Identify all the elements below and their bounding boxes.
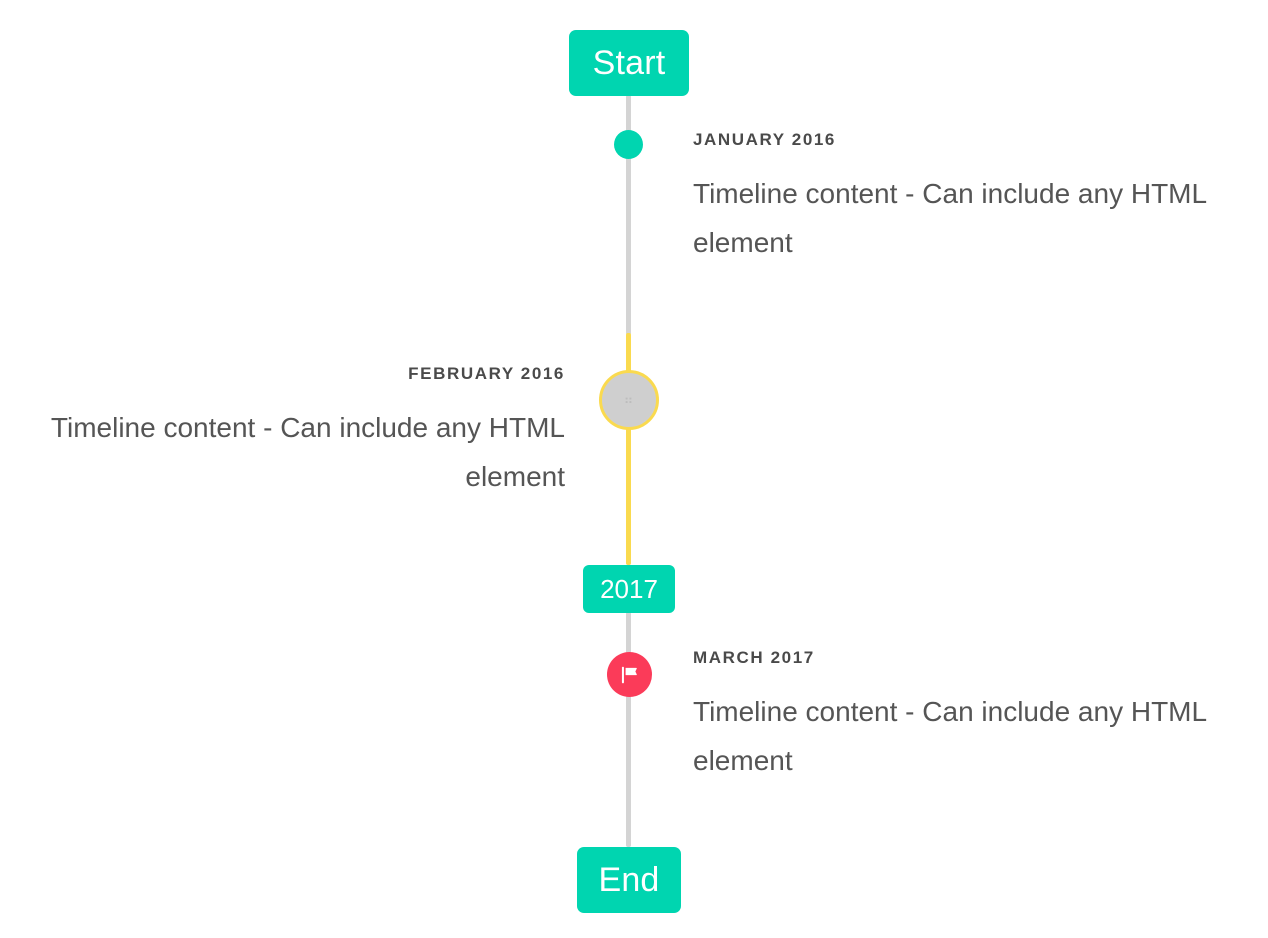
timeline-end-label: End <box>598 861 660 899</box>
timeline-marker-dot-icon[interactable] <box>614 130 643 159</box>
timeline-year-label: 2017 <box>600 574 658 604</box>
timeline-rail-segment-middle <box>626 333 631 565</box>
timeline-start-label: Start <box>592 44 666 82</box>
timeline-entry-february: FEBRUARY 2016 Timeline content - Can inc… <box>28 364 565 501</box>
timeline-entry-date: MARCH 2017 <box>693 648 815 667</box>
timeline-entry-date: JANUARY 2016 <box>693 130 836 149</box>
broken-image-glyph: ⠶ <box>623 392 635 408</box>
timeline-marker-flag-icon[interactable] <box>607 652 652 697</box>
timeline-entry-date: FEBRUARY 2016 <box>408 364 565 383</box>
timeline-end-badge[interactable]: End <box>577 847 681 913</box>
timeline-entry-body: Timeline content - Can include any HTML … <box>50 412 565 492</box>
timeline-start-badge[interactable]: Start <box>569 30 689 96</box>
timeline-entry-january: JANUARY 2016 Timeline content - Can incl… <box>693 130 1233 267</box>
timeline-entry-march: MARCH 2017 Timeline content - Can includ… <box>693 648 1233 785</box>
timeline-rail-segment-bottom <box>626 612 631 847</box>
timeline-rail-segment-top <box>626 95 631 335</box>
timeline-entry-body: Timeline content - Can include any HTML … <box>693 178 1207 258</box>
timeline-year-divider-badge[interactable]: 2017 <box>583 565 675 613</box>
timeline-marker-broken-image-icon[interactable]: ⠶ <box>599 370 659 430</box>
timeline-entry-body: Timeline content - Can include any HTML … <box>693 696 1207 776</box>
